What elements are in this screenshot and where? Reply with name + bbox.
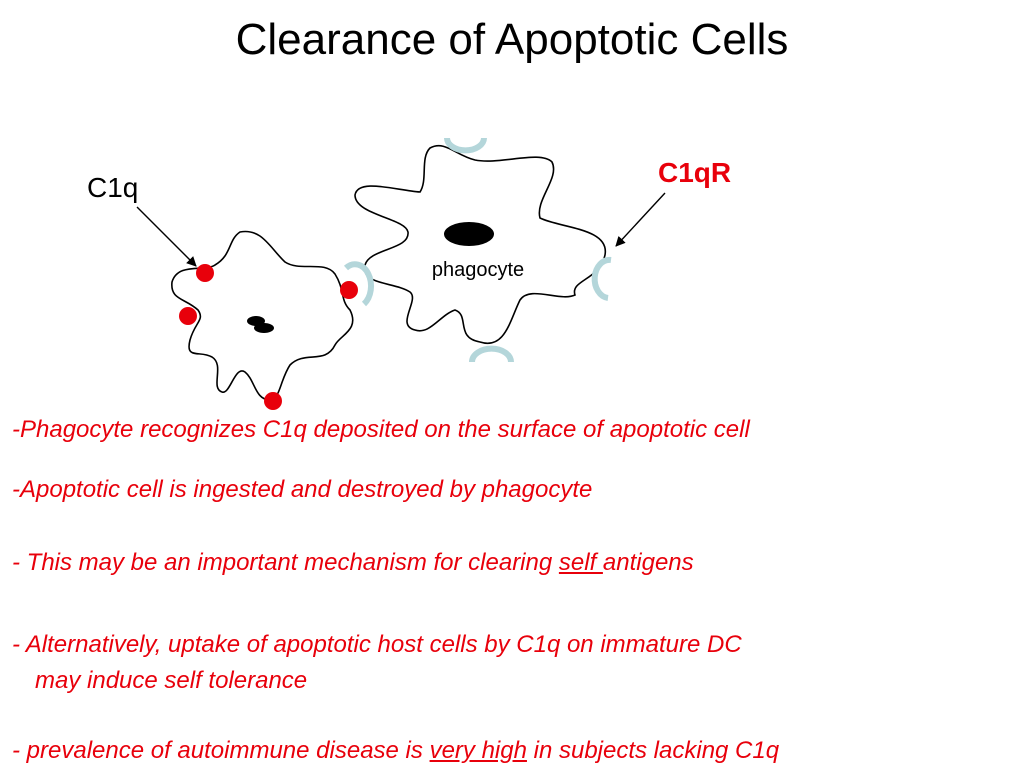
- bullet-ingestion: -Apoptotic cell is ingested and destroye…: [12, 476, 593, 503]
- bullet-tolerance-line1: - Alternatively, uptake of apoptotic hos…: [12, 631, 742, 658]
- c1q-arrow: [136, 206, 197, 267]
- bullet-text: - This may be an important mechanism for…: [12, 549, 559, 576]
- bullet-text: antigens: [602, 549, 694, 576]
- apoptotic-cell: [171, 230, 354, 401]
- bullet-recognition: -Phagocyte recognizes C1q deposited on t…: [12, 416, 750, 443]
- bullet-self-antigens: - This may be an important mechanism for…: [12, 546, 694, 580]
- apoptotic-clearance-diagram: phagocyte C1q C1qR: [87, 137, 731, 410]
- phagocyte-nucleus: [444, 222, 494, 246]
- c1qr-arrow: [615, 192, 666, 247]
- c1q-dot: [179, 307, 197, 325]
- underlined-very-high: very high: [429, 737, 527, 764]
- bullet-text: - prevalence of autoimmune disease is: [12, 737, 430, 764]
- c1q-dot: [264, 392, 282, 410]
- c1q-dots: [179, 264, 358, 410]
- underlined-self: self: [558, 549, 603, 576]
- receptor-right: [591, 256, 612, 301]
- receptor-left: [343, 261, 374, 307]
- phagocyte-cell: [354, 144, 606, 345]
- slide-title: Clearance of Apoptotic Cells: [235, 15, 789, 64]
- c1q-receptors: [343, 137, 612, 363]
- receptor-bottom: [469, 345, 514, 363]
- bullet-text: in subjects lacking C1q: [526, 737, 780, 764]
- c1q-dot: [196, 264, 214, 282]
- bullet-autoimmune: - prevalence of autoimmune disease is ve…: [12, 734, 779, 768]
- c1qr-label: C1qR: [658, 157, 731, 188]
- bullet-tolerance-line2: may induce self tolerance: [35, 667, 308, 694]
- apoptotic-nucleus-fragments: [247, 316, 274, 333]
- c1q-label: C1q: [87, 172, 138, 203]
- c1q-dot: [340, 281, 358, 299]
- phagocyte-label: phagocyte: [432, 259, 524, 281]
- receptor-top: [444, 137, 487, 154]
